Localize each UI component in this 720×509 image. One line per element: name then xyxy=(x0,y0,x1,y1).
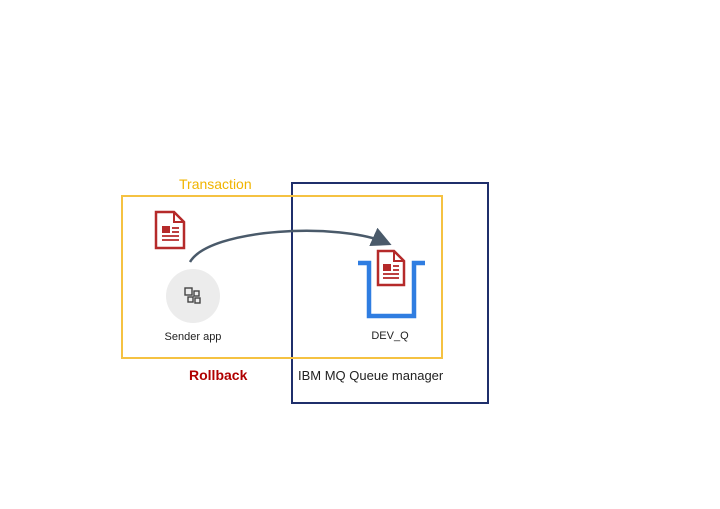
queue-manager-label: IBM MQ Queue manager xyxy=(298,368,444,383)
app-icon xyxy=(184,287,201,304)
document-icon xyxy=(154,210,186,250)
sender-app-node xyxy=(166,269,220,323)
queue-manager-box xyxy=(291,182,489,404)
queue-bucket-icon xyxy=(358,260,425,319)
transaction-label: Transaction xyxy=(179,176,252,192)
queued-document-icon xyxy=(376,249,406,287)
queue-label: DEV_Q xyxy=(371,330,409,342)
transaction-box xyxy=(121,195,443,359)
rollback-label: Rollback xyxy=(189,367,248,383)
sender-app-label: Sender app xyxy=(164,331,222,343)
message-flow-arrow xyxy=(188,227,392,263)
